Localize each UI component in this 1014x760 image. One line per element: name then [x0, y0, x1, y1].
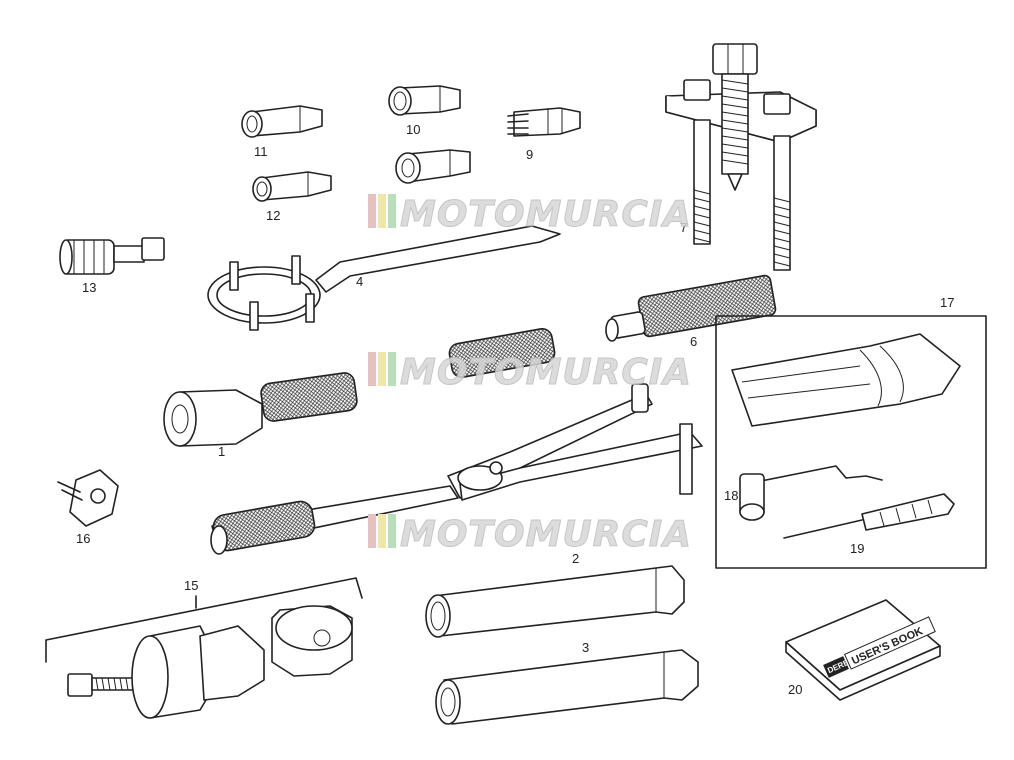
label-2: 2	[572, 551, 579, 566]
watermark-top: MOTOMURCIA	[368, 194, 692, 236]
part-11-sleeve	[241, 105, 323, 138]
label-3: 3	[582, 640, 589, 655]
label-11: 11	[254, 144, 268, 159]
label-16: 16	[76, 531, 90, 546]
label-15: 15	[184, 578, 198, 593]
part-10-sleeve	[388, 85, 461, 116]
part-12-sleeve	[252, 171, 332, 202]
part-1-socket-handle	[163, 328, 556, 447]
fork-holder-tool	[210, 383, 703, 555]
label-18: 18	[724, 488, 738, 503]
watermark-text-top: MOTOMURCIA	[400, 194, 692, 235]
label-6: 6	[690, 334, 697, 349]
label-10: 10	[406, 122, 420, 137]
label-7: 7	[680, 220, 687, 235]
label-12: 12	[266, 208, 280, 223]
part-4-pin-wrench	[207, 225, 561, 331]
part-9-adaptor	[507, 107, 581, 137]
label-17: 17	[940, 295, 954, 310]
watermark-middle: MOTOMURCIA	[368, 352, 692, 394]
part-6-drift	[605, 274, 777, 342]
part-20-users-book: DERBI USER'S BOOK	[785, 599, 941, 701]
label-19: 19	[850, 541, 864, 556]
label-1: 1	[218, 444, 225, 459]
label-9: 9	[526, 147, 533, 162]
part-7-puller	[665, 43, 817, 271]
label-13: 13	[82, 280, 96, 295]
watermark-text-bottom: MOTOMURCIA	[400, 514, 692, 555]
label-20: 20	[788, 682, 802, 697]
part-15-extractor-set	[45, 577, 363, 719]
part-3-tube	[435, 649, 699, 725]
watermark-bottom: MOTOMURCIA	[368, 514, 692, 556]
part-17-tool-kit	[715, 315, 987, 569]
watermark-text-middle: MOTOMURCIA	[400, 352, 692, 393]
part-13-bolt-tool	[59, 237, 165, 275]
part-2-tube	[425, 565, 685, 638]
part-16-clamp	[57, 469, 119, 527]
sleeve-unlabelled	[395, 149, 471, 184]
label-4: 4	[356, 274, 363, 289]
